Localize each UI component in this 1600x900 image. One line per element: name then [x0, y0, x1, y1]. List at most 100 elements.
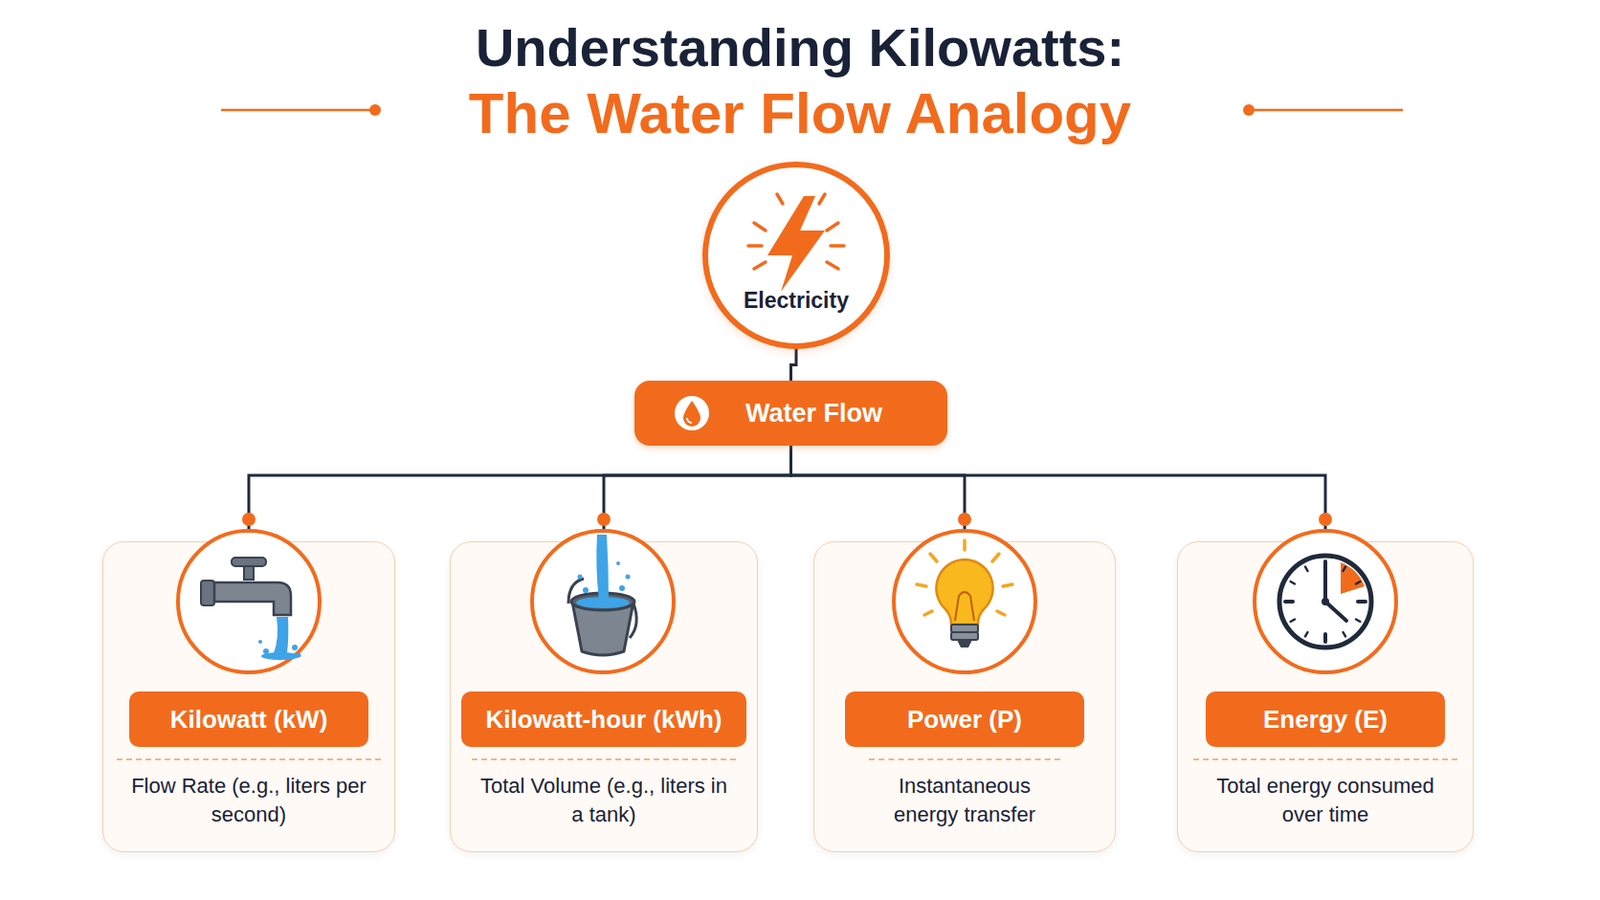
circle-shape	[616, 561, 621, 566]
concept-card: Power (P) Instantaneous energy transfer	[813, 541, 1116, 853]
connector-line	[603, 445, 792, 542]
circle-shape	[1321, 598, 1330, 606]
node-label: Electricity	[743, 286, 849, 315]
circle-shape	[674, 396, 710, 431]
g-shape	[577, 561, 631, 594]
line-shape	[992, 554, 1000, 562]
title-rule	[1250, 109, 1403, 112]
card-heading: Kilowatt (kW)	[129, 691, 369, 748]
clock-tick	[1285, 600, 1293, 604]
line-shape	[1323, 569, 1328, 602]
bucket-icon	[526, 525, 680, 679]
circle-shape	[291, 644, 298, 651]
circle-shape	[1279, 555, 1372, 648]
connector-line	[791, 445, 1327, 542]
circle-shape	[577, 575, 583, 580]
rect-shape	[951, 624, 978, 633]
path-shape	[955, 592, 975, 622]
line-shape	[748, 244, 762, 248]
diagram-title: Understanding Kilowatts:	[0, 17, 1600, 79]
rect-shape	[951, 632, 978, 641]
line-shape	[754, 262, 766, 269]
line-shape	[826, 222, 839, 231]
connector	[791, 349, 798, 381]
path-shape	[956, 640, 973, 648]
line-shape	[924, 611, 933, 616]
circle-shape	[258, 640, 263, 645]
path-shape	[273, 617, 289, 654]
card-heading: Kilowatt-hour (kWh)	[461, 691, 748, 748]
connector	[597, 445, 792, 542]
rect-shape	[244, 566, 254, 580]
rect-shape	[231, 557, 267, 567]
pill-label: Water Flow	[745, 399, 883, 429]
subtitle: The Water Flow Analogy	[0, 80, 1600, 148]
connector-dot	[597, 512, 611, 527]
line-shape	[777, 194, 783, 204]
connector	[791, 445, 1334, 542]
card-description: Instantaneous energy transfer	[868, 758, 1061, 830]
circle-shape	[893, 531, 1036, 673]
title-dot	[369, 104, 381, 116]
connector-line	[791, 445, 966, 542]
g-shape	[1285, 561, 1366, 643]
card-heading: Energy (E)	[1205, 691, 1445, 748]
path-shape	[629, 603, 637, 639]
circle-shape	[582, 587, 589, 594]
g-shape	[258, 640, 302, 661]
clock-tick	[1355, 581, 1360, 585]
line-shape	[930, 554, 937, 562]
card-heading: Power (P)	[844, 691, 1085, 748]
path-shape	[214, 582, 291, 616]
category-pill: Water Flow	[634, 380, 948, 446]
connector	[791, 445, 973, 542]
connector-dot	[1318, 512, 1333, 527]
concept-card: Kilowatt-hour (kWh) Total Volume (e.g., l…	[449, 541, 759, 853]
circle-shape	[619, 585, 625, 592]
connector-line	[248, 445, 792, 542]
circle-shape	[1254, 531, 1397, 673]
connector-dot	[242, 512, 256, 527]
card-description: Total energy consumed over time	[1193, 758, 1458, 830]
line-shape	[754, 222, 766, 231]
faucet-icon	[172, 525, 326, 679]
path-shape	[687, 418, 692, 423]
light-bulb-icon	[888, 525, 1042, 679]
card-description: Flow Rate (e.g., liters per second)	[116, 758, 381, 830]
path-shape	[1340, 562, 1365, 595]
clock-tick	[1305, 632, 1309, 637]
circle-shape	[625, 575, 631, 580]
g-shape	[748, 194, 845, 269]
path-shape	[935, 559, 993, 625]
line-shape	[1325, 601, 1347, 622]
connector-dot	[957, 512, 972, 527]
water-drop-icon	[672, 394, 712, 433]
card-description: Total Volume (e.g., liters in a tank)	[471, 758, 736, 830]
clock-tick	[1305, 567, 1309, 572]
connector-line	[791, 349, 798, 381]
ellipse-shape	[261, 652, 300, 661]
concept-card: Energy (E) Total energy consumed over tim…	[1177, 541, 1474, 853]
line-shape	[962, 540, 967, 551]
circle-shape	[177, 531, 320, 673]
line-shape	[1002, 584, 1013, 587]
title-rule	[221, 109, 374, 112]
path-shape	[683, 400, 701, 427]
line-shape	[830, 244, 845, 248]
connector	[242, 445, 792, 542]
clock-tick	[1289, 620, 1294, 623]
concept-card: Kilowatt (kW) Flow Rate (e.g., liters per…	[102, 541, 396, 853]
polygon-shape	[767, 196, 825, 292]
clock-tick	[1355, 620, 1360, 623]
clock-tick	[1342, 632, 1346, 637]
clock-tick	[1357, 600, 1366, 604]
clock-tick	[1323, 634, 1328, 643]
line-shape	[997, 611, 1005, 616]
line-shape	[916, 584, 927, 587]
rect-shape	[200, 580, 215, 606]
path-shape	[597, 534, 610, 602]
clock-tick	[1342, 567, 1346, 572]
clock-icon	[1248, 525, 1402, 679]
